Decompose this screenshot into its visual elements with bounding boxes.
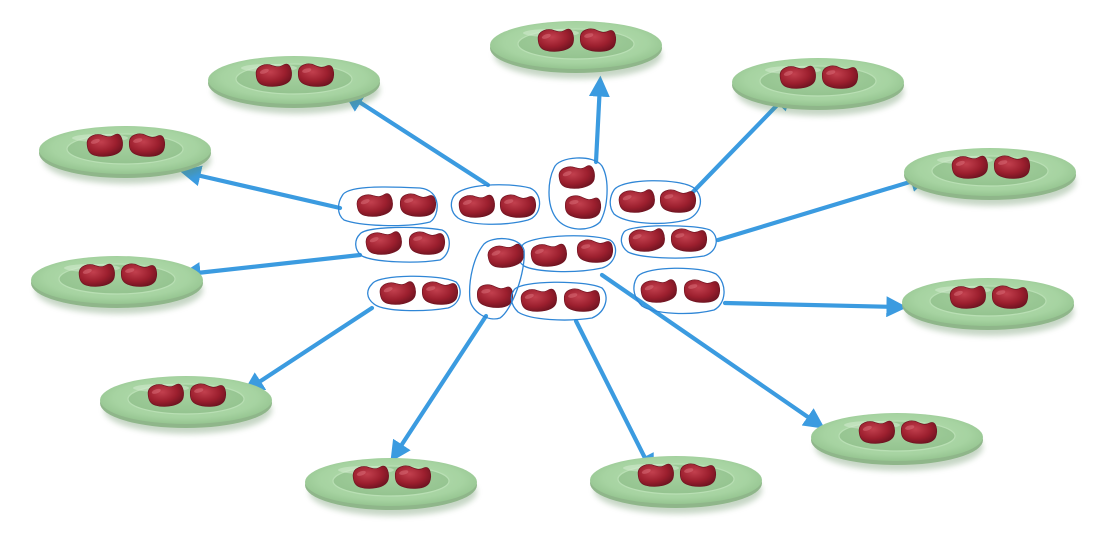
kidney-bean-icon: [120, 263, 157, 287]
kidney-bean-icon: [408, 231, 445, 255]
plate-icon: [39, 126, 211, 184]
kidney-bean-icon: [558, 165, 595, 189]
kidney-bean-icon: [128, 133, 165, 157]
plate-icon: [490, 21, 662, 79]
bean-group: [548, 157, 608, 230]
kidney-bean-icon: [379, 281, 416, 305]
arrow-icon: [573, 318, 654, 476]
arrow-icon: [588, 75, 610, 165]
group-outline: [367, 275, 461, 312]
arrow-icon: [342, 91, 491, 188]
kidney-bean-icon: [858, 420, 895, 444]
bean-group: [367, 275, 461, 312]
kidney-bean-icon: [476, 284, 513, 308]
group-outline: [355, 226, 450, 263]
kidney-bean-icon: [659, 189, 696, 213]
plate-icon: [811, 413, 983, 471]
arrow-icon: [687, 88, 793, 198]
group-outline: [337, 186, 438, 227]
group-outline: [548, 157, 608, 230]
bean-group: [337, 186, 438, 227]
kidney-bean-icon: [86, 133, 123, 157]
kidney-bean-icon: [951, 155, 988, 179]
kidney-bean-icon: [147, 383, 184, 407]
kidney-bean-icon: [821, 65, 858, 89]
arrow-icon: [242, 305, 375, 393]
bean-group: [510, 281, 607, 321]
bean-group: [609, 180, 702, 224]
bean-group: [633, 267, 725, 315]
group-outline: [450, 184, 541, 225]
kidney-bean-icon: [576, 239, 613, 263]
kidney-bean-icon: [499, 194, 536, 218]
kidney-bean-icon: [640, 279, 677, 303]
kidney-bean-icon: [618, 189, 655, 213]
bean-group: [468, 238, 525, 320]
arrow-icon: [179, 252, 363, 284]
kidney-bean-icon: [628, 228, 665, 252]
bean-group: [450, 184, 541, 225]
kidney-bean-icon: [900, 420, 937, 444]
group-outline: [510, 281, 607, 321]
kidney-bean-icon: [255, 63, 292, 87]
bean-group: [620, 225, 717, 259]
kidney-bean-icon: [949, 285, 986, 309]
kidney-bean-icon: [365, 231, 402, 255]
kidney-bean-icon: [394, 465, 431, 489]
arrow-icon: [722, 296, 908, 318]
kidney-bean-icon: [520, 288, 557, 312]
kidney-bean-icon: [993, 155, 1030, 179]
plate-icon: [732, 58, 904, 116]
kidney-bean-icon: [537, 28, 574, 52]
arrow-icon: [715, 171, 932, 243]
plate-icon: [208, 56, 380, 114]
plate-icon: [31, 256, 203, 314]
arrow-icon: [179, 165, 343, 211]
arrow-icon: [599, 272, 825, 429]
kidney-bean-icon: [670, 228, 707, 252]
kidney-bean-icon: [991, 285, 1028, 309]
kidney-bean-icon: [637, 463, 674, 487]
kidney-bean-icon: [399, 193, 436, 217]
kidney-bean-icon: [458, 194, 495, 218]
plate-icon: [100, 376, 272, 434]
group-outline: [609, 180, 702, 224]
plate-icon: [305, 458, 477, 516]
group-outline: [620, 225, 717, 259]
kidney-bean-icon: [352, 465, 389, 489]
plate-icon: [590, 456, 762, 514]
kidney-bean-icon: [78, 263, 115, 287]
kidney-bean-icon: [564, 195, 601, 219]
plate-icon: [904, 148, 1076, 206]
kidney-bean-icon: [487, 243, 524, 268]
group-outline: [468, 238, 525, 320]
kidney-bean-icon: [189, 383, 226, 407]
bean-group: [517, 235, 617, 273]
kidney-bean-icon: [683, 279, 720, 303]
kidney-bean-icon: [421, 281, 458, 305]
kidney-bean-icon: [356, 193, 393, 217]
arrows-layer: [179, 75, 932, 476]
kidney-bean-icon: [297, 63, 334, 87]
group-outline: [633, 267, 725, 315]
kidney-bean-icon: [779, 65, 816, 89]
groups-layer: [337, 157, 725, 321]
kidney-bean-icon: [530, 243, 567, 267]
plate-icon: [902, 278, 1074, 336]
kidney-bean-icon: [563, 288, 600, 312]
arrow-icon: [390, 313, 489, 463]
kidney-bean-icon: [579, 28, 616, 52]
plates-layer: [31, 21, 1076, 516]
bean-group: [355, 226, 450, 263]
kidney-bean-icon: [679, 463, 716, 487]
